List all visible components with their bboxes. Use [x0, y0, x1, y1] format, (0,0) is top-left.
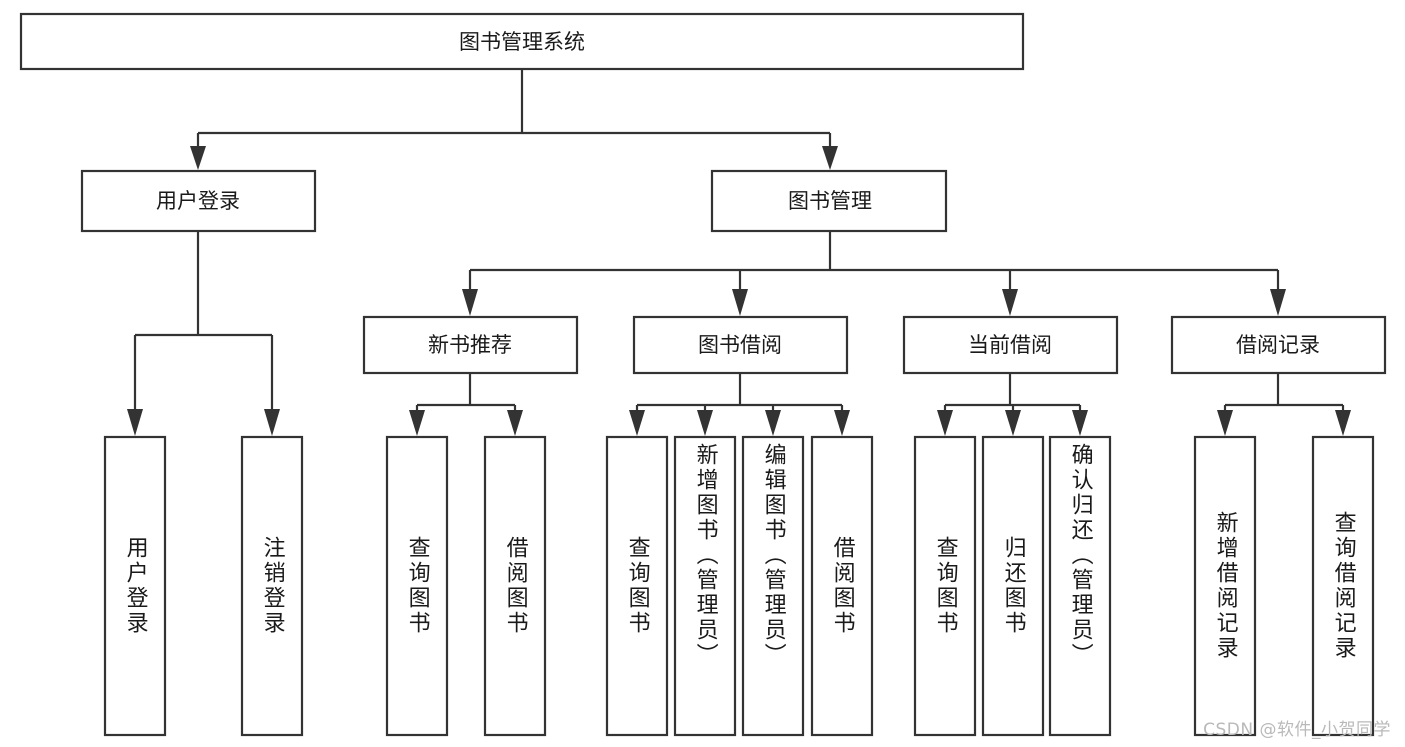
connector-group-root [190, 69, 838, 170]
arrow-head-icon [190, 146, 206, 170]
arrow-head-icon [1005, 410, 1021, 436]
arrow-head-icon [462, 289, 478, 316]
arrow-head-icon [822, 146, 838, 170]
connector-group-book-borrow [629, 374, 850, 436]
arrow-head-icon [765, 410, 781, 436]
arrow-head-icon [629, 410, 645, 436]
node-box-borrow-record[interactable] [1170, 315, 1387, 375]
leaf-box-borrow-record-1[interactable] [1193, 435, 1257, 737]
arrow-head-icon [834, 410, 850, 436]
arrow-head-icon [937, 410, 953, 436]
node-label-user-login: 用户登录 [156, 189, 240, 213]
leaf-box-new-book-2[interactable] [483, 435, 547, 737]
arrow-head-icon [507, 410, 523, 436]
leaf-box-new-book-1[interactable] [385, 435, 449, 737]
node-box-book-borrow[interactable] [632, 315, 849, 375]
leaf-box-book-borrow-1[interactable] [605, 435, 669, 737]
arrow-head-icon [1270, 289, 1286, 316]
arrow-head-icon [697, 410, 713, 436]
node-label-root: 图书管理系统 [459, 30, 585, 54]
node-label-current-borrow: 当前借阅 [968, 333, 1052, 357]
leaf-box-current-borrow-2[interactable] [981, 435, 1045, 737]
node-root[interactable]: 图书管理系统 [19, 12, 1025, 71]
arrow-head-icon [264, 409, 280, 436]
node-user-login[interactable]: 用户登录 [80, 169, 317, 233]
leaf-box-book-borrow-3[interactable] [741, 435, 805, 737]
leaf-boxes-user-login [103, 435, 304, 737]
connector-group-new-book [409, 374, 523, 436]
leaf-boxes-new-book [385, 435, 547, 737]
leaf-box-user-login-2[interactable] [240, 435, 304, 737]
leaf-box-user-login-1[interactable] [103, 435, 167, 737]
leaf-boxes-borrow-record [1193, 435, 1375, 737]
leaf-box-borrow-record-2[interactable] [1311, 435, 1375, 737]
arrow-head-icon [409, 410, 425, 436]
arrow-head-icon [1335, 410, 1351, 436]
leaf-box-book-borrow-4[interactable] [810, 435, 874, 737]
leaf-box-book-borrow-2[interactable] [673, 435, 737, 737]
node-box-root[interactable] [19, 12, 1025, 71]
leaf-box-current-borrow-1[interactable] [913, 435, 977, 737]
node-borrow-record[interactable]: 借阅记录 [1170, 315, 1387, 375]
node-box-user-login[interactable] [80, 169, 317, 233]
node-current-borrow[interactable]: 当前借阅 [902, 315, 1119, 375]
node-box-new-book[interactable] [362, 315, 579, 375]
node-label-new-book: 新书推荐 [428, 333, 512, 357]
leaf-boxes-book-borrow [605, 435, 874, 737]
connector-group-current-borrow [937, 374, 1088, 436]
leaf-boxes-current-borrow [913, 435, 1112, 737]
connector-group-book-mgmt [462, 232, 1286, 316]
arrow-head-icon [127, 409, 143, 436]
node-label-book-borrow: 图书借阅 [698, 333, 782, 357]
node-label-book-mgmt: 图书管理 [788, 189, 872, 213]
node-new-book[interactable]: 新书推荐 [362, 315, 579, 375]
node-book-borrow[interactable]: 图书借阅 [632, 315, 849, 375]
node-label-borrow-record: 借阅记录 [1236, 333, 1320, 357]
arrow-head-icon [1217, 410, 1233, 436]
arrow-head-icon [732, 289, 748, 316]
csdn-watermark: CSDN @软件_小贺同学 [1203, 720, 1391, 740]
leaf-box-current-borrow-3[interactable] [1048, 435, 1112, 737]
connector-group-borrow-record [1217, 374, 1351, 436]
connector-group-user-login [127, 232, 280, 436]
node-book-mgmt[interactable]: 图书管理 [710, 169, 948, 233]
arrow-head-icon [1002, 289, 1018, 316]
arrow-head-icon [1072, 410, 1088, 436]
node-box-current-borrow[interactable] [902, 315, 1119, 375]
node-box-book-mgmt[interactable] [710, 169, 948, 233]
